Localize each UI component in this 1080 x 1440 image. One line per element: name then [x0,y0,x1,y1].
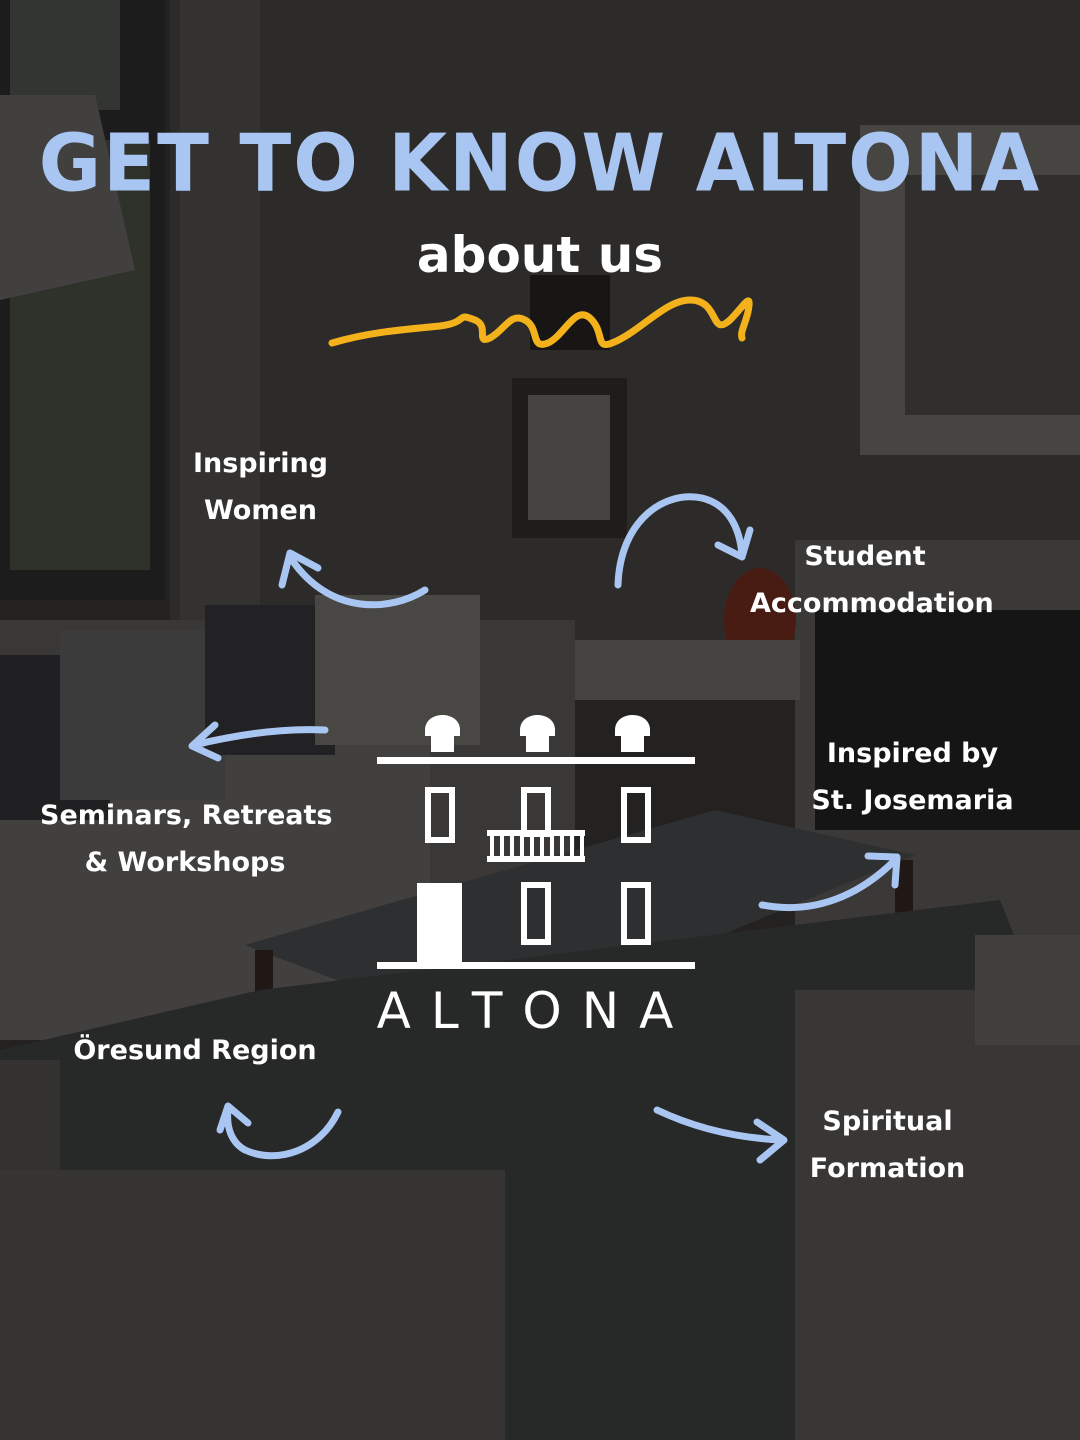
logo-wordmark: ALTONA [376,982,694,1040]
page-subtitle: about us [416,226,664,284]
feature-line: Women [203,495,318,526]
feature-line: Accommodation [750,588,994,619]
feature-line: Öresund Region [73,1035,317,1066]
arrow-seminars [190,726,329,749]
feature-seminars: Seminars, Retreats & Workshops [40,792,333,886]
feature-line: Formation [809,1153,966,1184]
feature-line: Inspired by [826,738,999,769]
feature-spiritual-formation: Spiritual Formation [800,1098,975,1192]
feature-inspiring-women: Inspiring Women [178,440,343,534]
feature-line: St. Josemaria [811,785,1014,816]
arrow-spiritual-formation [653,1106,786,1144]
arrow-oresund [224,1106,342,1160]
building-logo-icon [377,715,695,969]
feature-line: Spiritual [822,1106,953,1137]
feature-student-accommodation: Student Accommodation [750,533,994,627]
squiggle-underline [328,296,753,348]
feature-line: Seminars, Retreats [40,800,333,831]
feature-oresund-region: Öresund Region [70,1027,320,1074]
page-title: GET TO KNOW ALTONA [38,115,1042,210]
feature-line: Student [804,541,926,572]
feature-inspired-by-josemaria: Inspired by St. Josemaria [800,730,1025,824]
feature-line: & Workshops [84,847,286,878]
arrow-inspiring-women [288,556,429,609]
feature-line: Inspiring [192,448,329,479]
arrow-josemaria [758,856,899,912]
arrow-student-accommodation [614,493,746,589]
